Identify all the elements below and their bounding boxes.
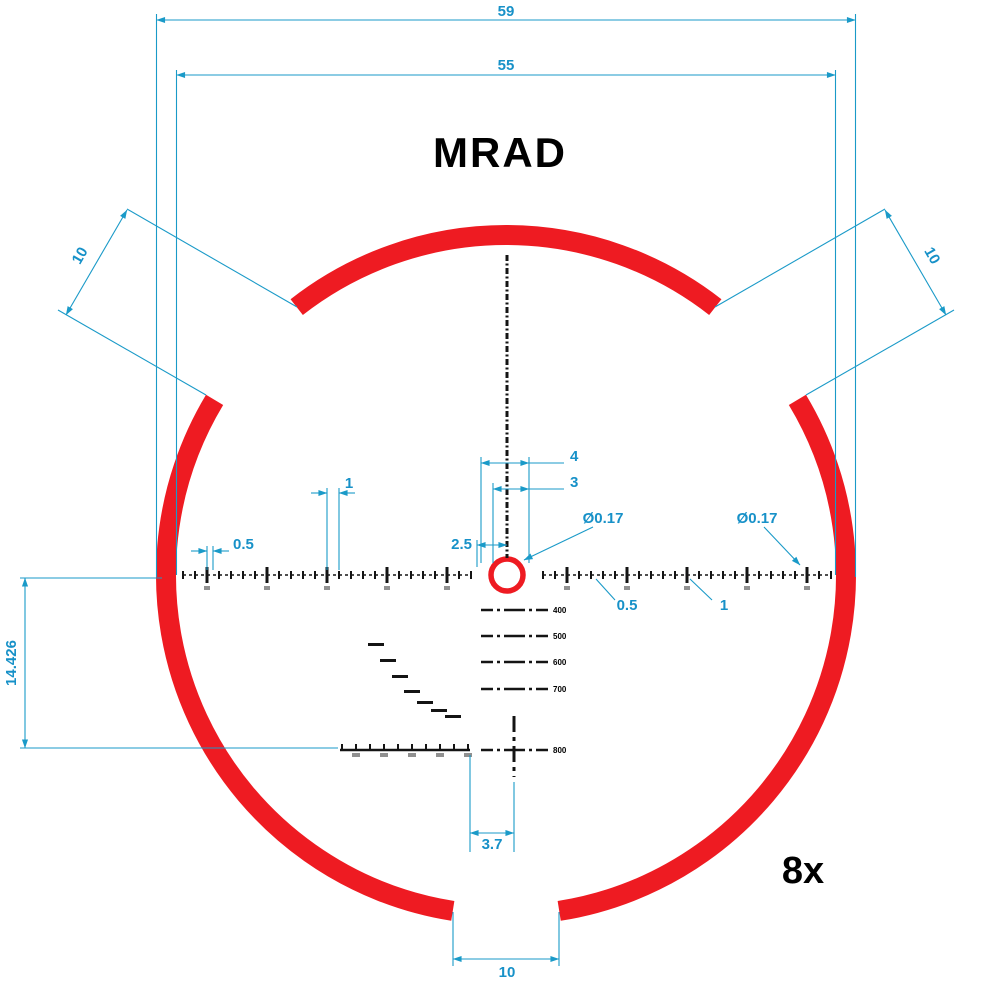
dim-subtension-4: 4 (480, 448, 579, 563)
dim-value-3: 3 (570, 474, 578, 491)
tick-label-mark (804, 586, 810, 590)
tree-label-600: 600 (553, 658, 567, 667)
dim-value-dia-center: Ø0.17 (583, 510, 624, 527)
extension-line (126, 208, 298, 308)
wind-hold-dash (380, 659, 396, 662)
wind-hold-dash (431, 709, 447, 712)
ring-arc-left-bottom (156, 394, 455, 921)
dim-center-circle-dia: Ø0.17 (523, 510, 624, 561)
wind-hold-dash (417, 701, 433, 704)
tick-label-mark (436, 753, 444, 757)
ring-arc-right (557, 394, 856, 921)
dimension-line (884, 209, 947, 316)
tick-label-mark (624, 586, 630, 590)
dim-subtension-3: 3 (492, 474, 578, 563)
extension-line (57, 309, 207, 396)
dim-outer-diameter: 59 (155, 3, 857, 577)
dim-value-55: 55 (498, 57, 515, 74)
dim-tick-0-5-right: 0.5 (595, 578, 638, 614)
dim-value-right-10: 10 (920, 244, 943, 267)
tick-label-mark (464, 753, 472, 757)
leader-line (763, 526, 801, 566)
leader-line (523, 526, 594, 561)
wind-hold-dash (404, 690, 420, 693)
tick-label-mark (264, 586, 270, 590)
dim-value-59: 59 (498, 3, 515, 20)
dim-drop-height: 14.426 (3, 577, 338, 749)
tick-label-mark (352, 753, 360, 757)
magnification-label: 8x (782, 850, 824, 892)
dim-value-1-left: 1 (345, 475, 353, 492)
dim-value-stem-10: 10 (499, 964, 516, 981)
page-title: MRAD (433, 129, 567, 176)
dim-tick-1-right: 1 (689, 578, 728, 614)
dim-value-0-5-right: 0.5 (617, 597, 638, 614)
axis-ticks-right (542, 567, 832, 590)
tick-label-mark (444, 586, 450, 590)
wind-hold-dash (445, 715, 461, 718)
dim-line-thickness-dia: Ø0.17 (737, 510, 801, 566)
tick-label-mark (324, 586, 330, 590)
dim-left-post: 10 (57, 208, 298, 396)
dim-subtension-2-5: 2.5 (451, 536, 508, 567)
dim-tick-1-left: 1 (311, 475, 355, 570)
dim-value-dia-right: Ø0.17 (737, 510, 778, 527)
ring-arc-top (290, 225, 722, 315)
dim-tick-0-5-left: 0.5 (191, 536, 254, 570)
tick-label-mark (744, 586, 750, 590)
tick-label-mark (684, 586, 690, 590)
tree-label-400: 400 (553, 606, 567, 615)
reticle: 400 500 600 700 800 (182, 255, 832, 777)
dim-value-4: 4 (570, 448, 579, 465)
dim-value-14-426: 14.426 (3, 640, 20, 686)
dimension-line (65, 209, 128, 316)
bottom-line-ticks (341, 744, 472, 757)
dimension-annotations: 59 55 10 10 14.426 (3, 3, 955, 981)
dim-stem-width: 10 (452, 912, 560, 981)
dim-value-1-right: 1 (720, 597, 728, 614)
wind-hold-stairs (368, 643, 461, 718)
leader-line (689, 578, 713, 601)
wind-hold-dash (368, 643, 384, 646)
dim-value-3-7: 3.7 (482, 836, 503, 853)
dim-value-2-5: 2.5 (451, 536, 472, 553)
tree-label-500: 500 (553, 632, 567, 641)
tree-label-700: 700 (553, 685, 567, 694)
tick-label-mark (380, 753, 388, 757)
tree-label-800: 800 (553, 746, 567, 755)
holdover-tree: 400 500 600 700 800 (481, 606, 567, 777)
extension-line (714, 208, 886, 308)
tick-label-mark (204, 586, 210, 590)
wind-hold-dash (392, 675, 408, 678)
dim-bottom-offset: 3.7 (469, 755, 515, 853)
dim-inner-diameter: 55 (175, 57, 837, 575)
dim-right-post: 10 (714, 208, 955, 396)
tick-label-mark (384, 586, 390, 590)
axis-ticks-left (182, 567, 472, 590)
dim-value-0-5-left: 0.5 (233, 536, 254, 553)
center-circle (488, 556, 526, 594)
tick-label-mark (408, 753, 416, 757)
extension-line (805, 309, 955, 396)
tick-label-mark (564, 586, 570, 590)
leader-line (595, 578, 616, 601)
dim-value-left-10: 10 (69, 244, 92, 267)
